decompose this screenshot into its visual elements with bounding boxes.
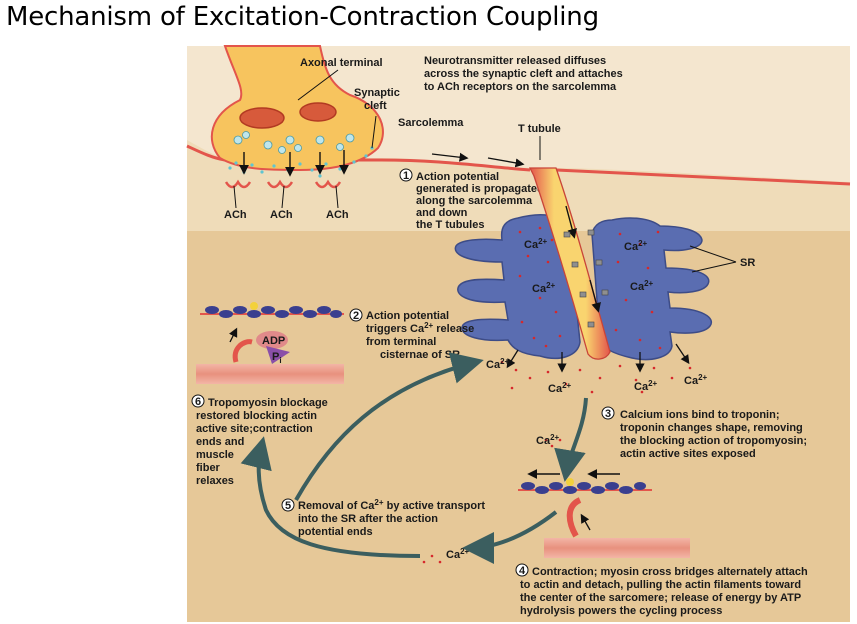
- ca-label: Ca2+: [634, 379, 658, 393]
- propagation-arrows: [431, 152, 525, 168]
- step-4-text: Contraction; myosin cross bridges altern…: [520, 566, 811, 617]
- calcium-channels: [563, 229, 609, 328]
- synaptic-cleft-label: Synaptic cleft: [354, 87, 403, 112]
- ca-label: Ca2+: [532, 281, 556, 295]
- cycle-arrows: [240, 352, 588, 564]
- t-tubule: [528, 167, 611, 360]
- step-6-text: Tropomyosin blockage restored blocking a…: [196, 397, 331, 487]
- arrow-sr-uptake: [240, 436, 421, 558]
- step-5-marker: [281, 498, 295, 512]
- ca-label: Ca2+: [486, 357, 510, 371]
- ca-label: Ca2+: [624, 239, 648, 253]
- sarcolemma-line: [186, 144, 851, 186]
- pi-label: Pi: [272, 351, 282, 365]
- ach-labels: ACh ACh ACh: [224, 209, 349, 221]
- step-1-text: Action potential generated is propagated…: [416, 171, 547, 231]
- step-6-marker: [191, 394, 205, 408]
- step-2-number: 2: [353, 310, 359, 322]
- t-tubule-current-arrows: [565, 205, 601, 313]
- sr-label: SR: [740, 257, 755, 269]
- step-4-marker: [515, 563, 529, 577]
- step-1-marker: [399, 168, 413, 182]
- sr-left-cisterna: [454, 213, 581, 360]
- t-tubule-label: T tubule: [518, 123, 561, 135]
- ca-label: Ca2+: [524, 237, 548, 251]
- ca-label: Ca2+: [548, 381, 572, 395]
- step-3-number: 3: [605, 408, 611, 420]
- mitochondrion: [239, 107, 285, 129]
- step-2-text: Action potential triggers Ca2+ release f…: [366, 310, 477, 361]
- arrow-calcium-to-troponin: [554, 397, 588, 482]
- calcium-release-arrows: [506, 343, 690, 373]
- neurotransmitter-note: Neurotransmitter released diffuses acros…: [424, 55, 626, 93]
- sr-right-cisterna: [591, 217, 713, 361]
- myofilament-relaxed: ADP Pi: [196, 302, 344, 384]
- step-3-marker: [601, 406, 615, 420]
- step-6-number: 6: [195, 396, 201, 408]
- ach-release-arrows: [239, 150, 349, 177]
- axonal-terminal-label: Axonal terminal: [300, 57, 383, 69]
- myofilament-contracting: [518, 469, 690, 558]
- step-4-number: 4: [519, 565, 526, 577]
- ca-label: Ca2+: [630, 279, 654, 293]
- ca-label: Ca2+: [684, 373, 708, 387]
- axonal-terminal: [210, 45, 384, 172]
- calcium-labels: Ca2+ Ca2+ Ca2+ Ca2+ Ca2+ Ca2+ Ca2+ Ca2+ …: [446, 237, 708, 561]
- arrow-removal-to-sr: [462, 510, 558, 564]
- step-2-marker: [349, 308, 363, 322]
- ach-label: ACh: [326, 209, 349, 221]
- calcium-ions: [422, 226, 692, 564]
- step-5-number: 5: [285, 500, 291, 512]
- page-title: Mechanism of Excitation-Contraction Coup…: [6, 2, 599, 32]
- ach-label: ACh: [224, 209, 247, 221]
- axonal-terminal-leader: [297, 69, 339, 101]
- mitochondrion: [299, 102, 337, 122]
- ca-label: Ca2+: [536, 433, 560, 447]
- step-1-number: 1: [403, 170, 409, 182]
- synaptic-vesicles: [233, 131, 355, 154]
- synaptic-cleft-leader: [371, 115, 377, 149]
- step-3-text: Calcium ions bind to troponin; troponin …: [620, 409, 810, 460]
- arrow-reuptake-return: [294, 352, 484, 501]
- step-5-text: Removal of Ca2+ by active transport into…: [298, 498, 488, 538]
- sarcolemma-label: Sarcolemma: [398, 117, 464, 129]
- adp-label: ADP: [262, 335, 285, 347]
- ach-label: ACh: [270, 209, 293, 221]
